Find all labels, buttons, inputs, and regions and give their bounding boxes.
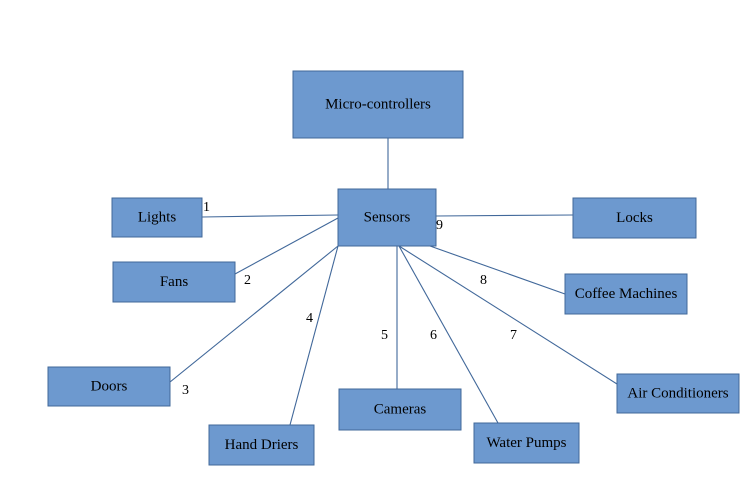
edge-fans (234, 217, 339, 275)
edge-locks (435, 214, 574, 217)
node-label: Air Conditioners (627, 386, 728, 402)
edge-label-2: 2 (244, 273, 251, 288)
node-label: Sensors (364, 210, 411, 226)
node-label: Lights (138, 210, 176, 226)
node-coffee-machines: Coffee Machines (564, 273, 688, 315)
edge-label-1: 1 (203, 200, 210, 215)
edge-water-pumps (398, 245, 499, 424)
edge-label-6: 6 (430, 328, 437, 343)
node-label: Hand Driers (225, 437, 299, 453)
node-label: Micro-controllers (325, 97, 431, 113)
edge-hand-driers (289, 245, 339, 426)
node-locks: Locks (572, 197, 697, 239)
node-fans: Fans (112, 261, 236, 303)
node-air-conditioners: Air Conditioners (616, 373, 740, 414)
connectors (169, 138, 618, 426)
edge-label-3: 3 (182, 383, 189, 398)
edge-label-9: 9 (436, 218, 443, 233)
edge-label-4: 4 (306, 311, 313, 326)
node-doors: Doors (47, 366, 171, 407)
edge-label-8: 8 (480, 273, 487, 288)
edge-coffee-machines (429, 245, 566, 295)
edge-label-5: 5 (381, 328, 388, 343)
node-label: Cameras (374, 402, 427, 418)
node-label: Fans (160, 274, 189, 290)
edge-doors (169, 245, 339, 383)
node-lights: Lights (111, 197, 203, 238)
edge-lights (201, 214, 339, 218)
edge-air-conditioners (398, 245, 618, 385)
edge-labels: 1 2 3 4 5 6 7 8 9 (182, 200, 517, 398)
node-cameras: Cameras (338, 388, 462, 431)
node-label: Locks (616, 210, 653, 226)
node-label: Doors (91, 379, 128, 395)
node-hand-driers: Hand Driers (208, 424, 315, 466)
node-label: Water Pumps (486, 435, 566, 451)
node-micro-controllers: Micro-controllers (292, 70, 464, 139)
node-water-pumps: Water Pumps (473, 422, 580, 464)
node-sensors: Sensors (337, 188, 437, 247)
node-label: Coffee Machines (575, 286, 678, 302)
edge-label-7: 7 (510, 328, 517, 343)
